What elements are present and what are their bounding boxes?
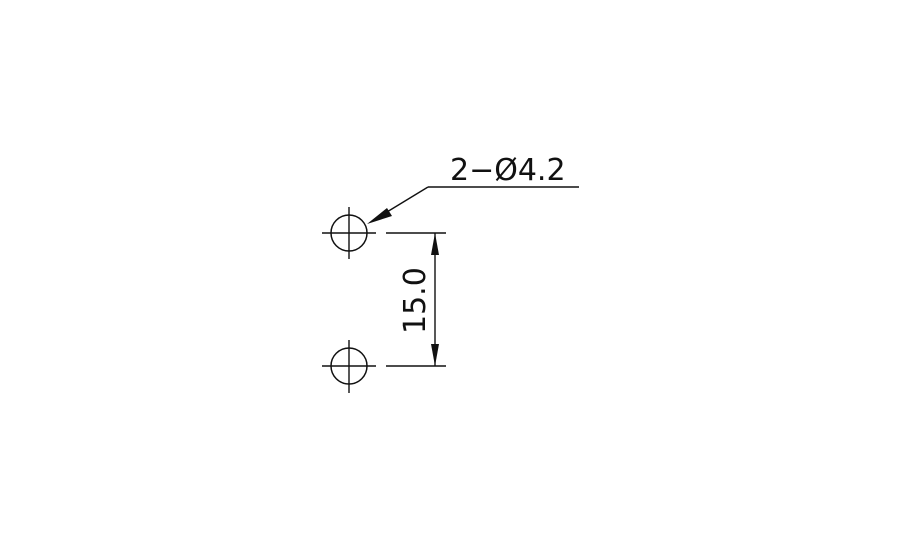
spacing-dimension-label: 15.0 (398, 267, 433, 334)
spacing-dimension: 15.0 (386, 232, 446, 367)
callout-leader-arrowhead (367, 208, 392, 224)
bottom-hole (322, 340, 376, 393)
top-dimension-arrowhead (431, 233, 439, 255)
hole-callout-label: 2−Ø4.2 (450, 153, 566, 188)
hole-callout: 2−Ø4.2 (367, 153, 579, 224)
top-hole (322, 207, 376, 259)
callout-leader-line (381, 186, 429, 216)
bottom-dimension-arrowhead (431, 344, 439, 366)
